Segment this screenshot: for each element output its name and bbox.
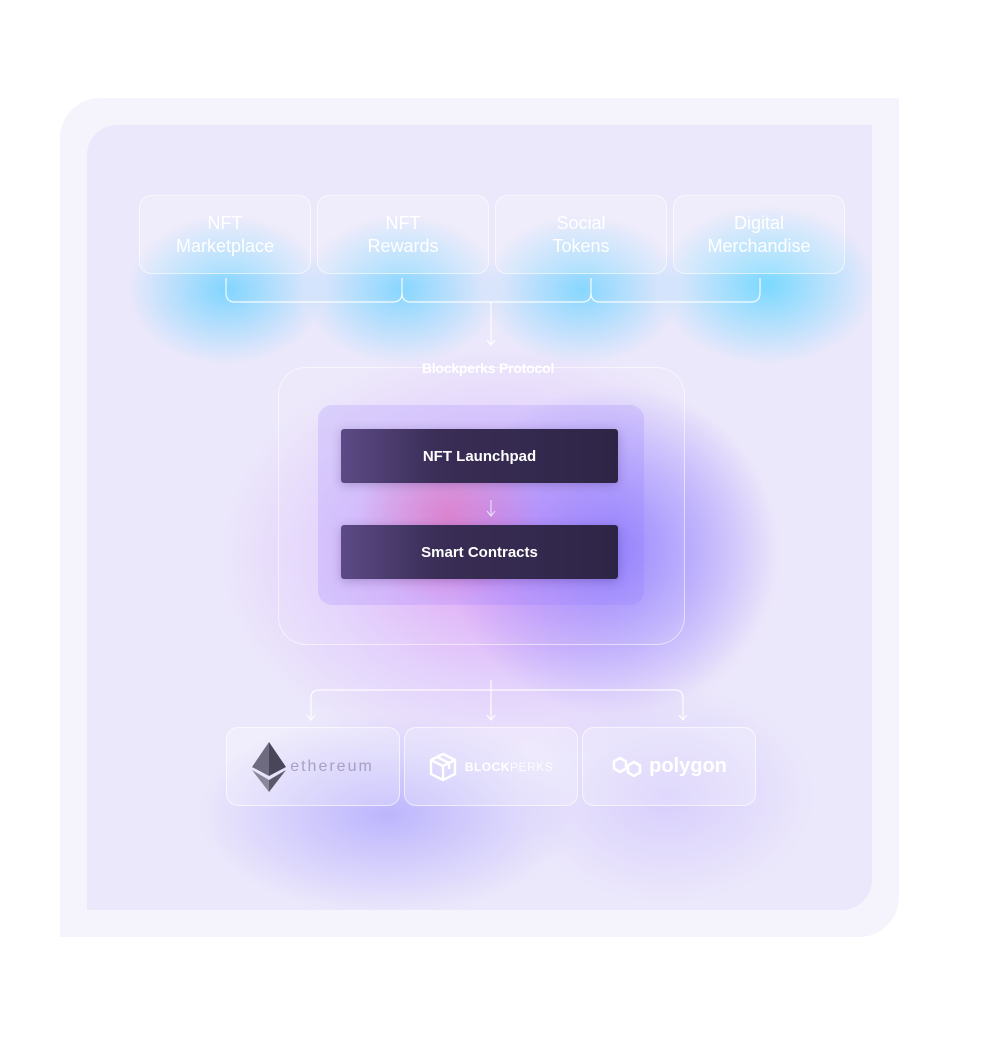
chain-card-ethereum: ethereum xyxy=(226,727,400,806)
connector-bracket-mid xyxy=(401,278,592,303)
card-label: NFT Marketplace xyxy=(175,212,275,256)
arrow-head-right xyxy=(678,714,688,721)
card-nft-marketplace: NFT Marketplace xyxy=(139,195,311,274)
arrow-head-steps xyxy=(486,510,496,517)
arrow-head-center xyxy=(486,714,496,721)
protocol-title: Blockperks Protocol xyxy=(421,360,555,376)
polygon-icon xyxy=(612,756,642,777)
step-smart-contracts: Smart Contracts xyxy=(341,525,618,579)
card-label: NFT Rewards xyxy=(367,212,439,256)
connector-bracket-right xyxy=(590,278,761,303)
arrow-head-main xyxy=(486,339,496,346)
card-label: Social Tokens xyxy=(552,212,610,256)
chain-card-polygon: polygon xyxy=(582,727,756,806)
arrow-head-left xyxy=(306,714,316,721)
chain-card-blockperks: BLOCKPERKS xyxy=(404,727,578,806)
blockperks-icon xyxy=(429,752,457,781)
card-label: Digital Merchandise xyxy=(707,212,811,256)
step-nft-launchpad: NFT Launchpad xyxy=(341,429,618,483)
protocol-container xyxy=(278,367,685,645)
connector-fan-out xyxy=(310,689,684,720)
card-social-tokens: Social Tokens xyxy=(495,195,667,274)
chain-name-ethereum: ethereum xyxy=(290,757,374,775)
chain-name-polygon: polygon xyxy=(649,755,727,777)
chain-name-blockperks: BLOCKPERKS xyxy=(464,759,554,774)
ethereum-icon xyxy=(252,741,287,792)
card-digital-merchandise: Digital Merchandise xyxy=(673,195,845,274)
card-nft-rewards: NFT Rewards xyxy=(317,195,489,274)
connector-bracket-left xyxy=(225,278,403,303)
